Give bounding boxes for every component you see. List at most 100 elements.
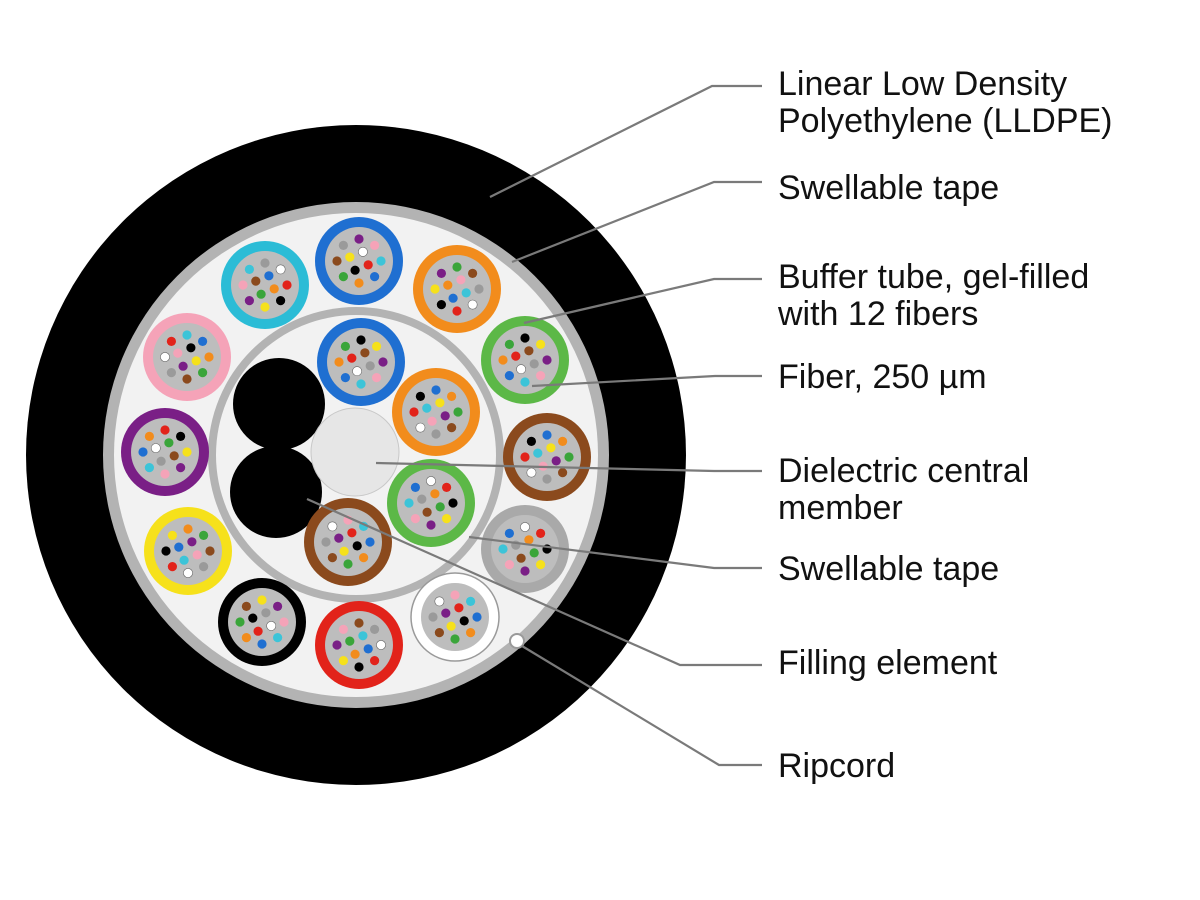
fiber-dot <box>186 343 196 353</box>
fiber-dot <box>273 633 283 643</box>
fiber-dot <box>357 246 368 257</box>
fiber-dot <box>504 371 514 381</box>
label-buffer-tube-line1: Buffer tube, gel-filled <box>778 258 1090 296</box>
fiber-dot <box>516 364 526 375</box>
fiber-dot <box>251 276 261 286</box>
inner-buffer-tube-orange-tube <box>392 368 480 456</box>
fiber-dot <box>498 544 508 554</box>
fiber-dot <box>410 482 420 492</box>
fiber-dot <box>378 357 388 367</box>
fiber-dot <box>167 562 177 572</box>
fiber-dot <box>410 514 420 524</box>
label-filling-element: Filling element <box>778 645 997 682</box>
fiber-dot <box>358 631 368 641</box>
fiber-dot <box>533 448 543 458</box>
fiber-dot <box>340 373 350 383</box>
fiber-dot <box>415 422 426 433</box>
fiber-dot <box>520 566 530 576</box>
fiber-dot <box>520 452 530 462</box>
fiber-dot <box>257 639 267 649</box>
fiber-dot <box>558 468 568 478</box>
fiber-dot <box>182 374 192 384</box>
label-swellable-tape-outer-text: Swellable tape <box>778 169 1000 207</box>
fiber-dot <box>354 618 364 628</box>
fiber-dot <box>454 603 464 613</box>
fiber-dot <box>327 521 338 532</box>
fiber-dot <box>376 640 386 650</box>
fiber-dot <box>426 476 436 486</box>
fiber-dot <box>161 546 171 556</box>
fiber-dot <box>436 268 446 278</box>
fiber-dot <box>504 528 514 539</box>
fiber-dot <box>273 601 283 612</box>
fiber-dot <box>504 560 514 570</box>
fiber-dot <box>199 530 209 541</box>
fiber-dot <box>160 352 170 362</box>
fiber-dot <box>244 296 254 306</box>
fiber-dot <box>167 530 177 541</box>
leader-lldpe <box>489 84 762 198</box>
fiber-dot <box>276 296 286 306</box>
fiber-dot <box>453 407 463 417</box>
fiber-dot <box>376 256 386 266</box>
fiber-dot <box>542 430 552 440</box>
outer-buffer-tube-black-tube <box>218 578 306 666</box>
label-lldpe-line1: Linear Low Density <box>778 65 1068 103</box>
fiber-dot <box>199 562 209 572</box>
fiber-dot <box>260 258 270 268</box>
fiber-dot <box>417 494 427 504</box>
fiber-dot <box>372 341 382 351</box>
leader-central-member <box>375 461 762 473</box>
fiber-dot <box>430 284 440 294</box>
fiber-dot <box>431 429 441 439</box>
filling-element-bottom <box>230 446 322 538</box>
fiber-dot <box>370 624 380 635</box>
inner-buffer-tube-green-tube <box>387 459 475 547</box>
fiber-dot <box>144 431 154 441</box>
fiber-dot <box>204 352 214 362</box>
label-swellable-tape-inner: Swellable tape <box>778 551 999 588</box>
fiber-dot <box>524 346 534 356</box>
buffer-tubes <box>121 217 591 689</box>
leader-lines <box>306 84 762 767</box>
fiber-dot <box>452 306 462 316</box>
fiber-dot <box>350 649 360 659</box>
fiber-dot <box>467 299 478 310</box>
fiber-dot <box>183 568 193 578</box>
fiber-dot <box>546 443 556 453</box>
fiber-dot <box>450 634 460 644</box>
outer-buffer-tube-red-tube <box>315 601 403 689</box>
fiber-dot <box>264 271 274 281</box>
outer-buffer-tube-slate-tube <box>481 505 569 593</box>
fiber-dot <box>179 555 189 565</box>
fiber-dot <box>173 348 183 358</box>
fiber-dot <box>343 559 353 569</box>
label-central-member: Dielectric central member <box>778 453 1029 527</box>
fiber-dot <box>409 407 419 417</box>
fiber-dot <box>468 268 478 278</box>
fiber-dot <box>241 633 251 643</box>
fiber-dot <box>192 550 202 560</box>
fiber-dot <box>138 447 148 457</box>
fiber-dot <box>456 275 466 285</box>
fiber-dot <box>332 640 342 650</box>
fiber-dot <box>244 264 254 274</box>
fiber-dot <box>253 626 263 636</box>
fiber-dot <box>345 252 355 262</box>
outer-buffer-tube-brown-tube <box>503 413 591 501</box>
fiber-dot <box>279 617 289 627</box>
leader-buffer-tube <box>523 277 762 325</box>
fiber-dot <box>166 336 176 346</box>
label-swellable-tape-inner-text: Swellable tape <box>778 550 1000 588</box>
fiber-dot <box>526 436 537 446</box>
fiber-dot <box>174 542 184 552</box>
label-filling-element-text: Filling element <box>778 644 998 682</box>
fiber-dot <box>327 553 337 563</box>
fiber-dot <box>354 234 364 244</box>
filling-element-top <box>233 358 325 450</box>
fiber-dot <box>347 353 357 363</box>
fiber-dot <box>339 546 349 556</box>
fiber-dot <box>558 436 568 446</box>
fiber-dot <box>260 302 270 312</box>
fiber-dot <box>520 377 530 387</box>
